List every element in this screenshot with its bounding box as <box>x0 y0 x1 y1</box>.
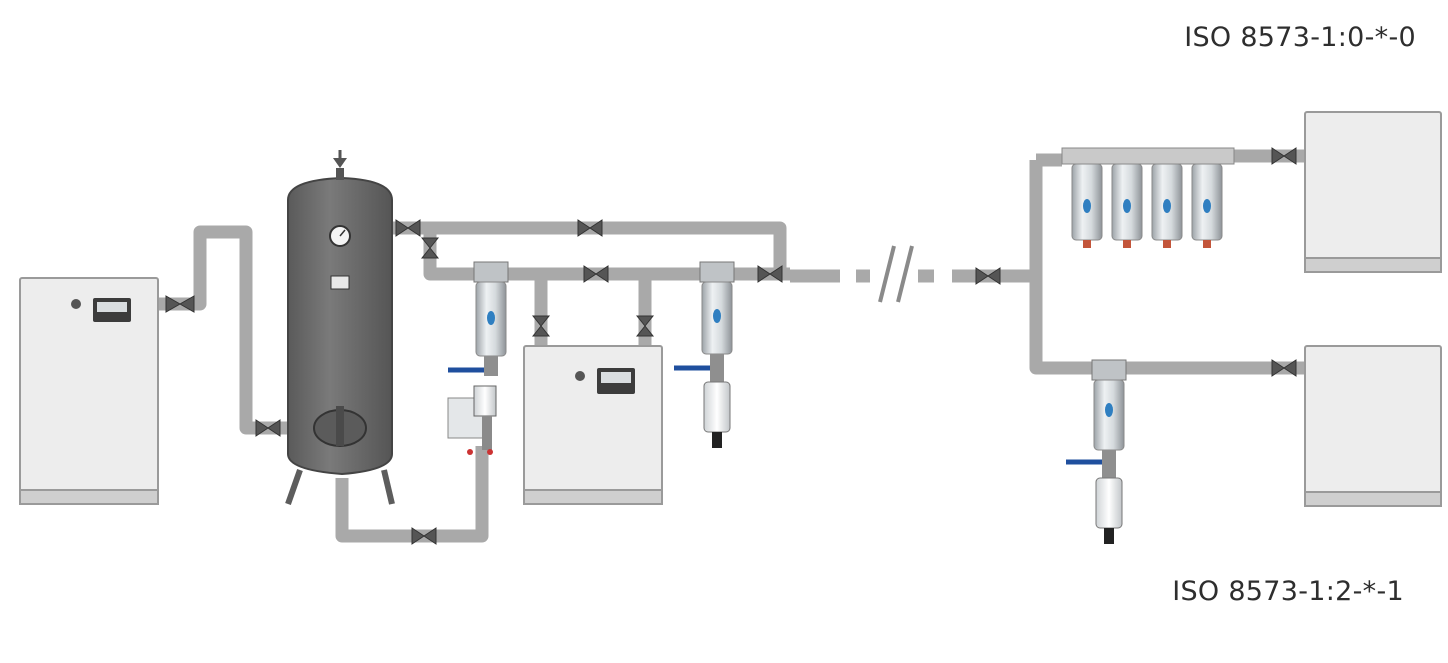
receiver-tank <box>285 176 395 505</box>
filter-cartridge <box>1071 163 1103 248</box>
iso-class-label-top: ISO 8573-1:0-*-0 <box>1184 22 1416 53</box>
gate-valve-icon <box>975 267 1001 285</box>
gate-valve-icon <box>635 315 655 337</box>
filter-housing <box>448 261 509 376</box>
gate-valve-icon <box>757 265 783 283</box>
gate-valve-icon <box>531 315 551 337</box>
power-button-icon <box>71 299 81 309</box>
filter-bowl-icon <box>703 381 731 433</box>
compressor-cabinet <box>19 277 159 505</box>
check-valve-icon <box>1271 147 1297 165</box>
filter-badge-icon <box>487 311 495 325</box>
safety-valve-icon <box>333 150 347 180</box>
end-use-cabinet-top <box>1304 111 1442 273</box>
filter-cartridge <box>1191 163 1223 248</box>
gate-valve-icon <box>395 219 421 237</box>
pipe-break-icon <box>878 245 914 303</box>
gate-valve-icon <box>255 419 281 437</box>
gate-valve-icon <box>583 265 609 283</box>
pressure-gauge-icon <box>329 225 351 247</box>
carbon-filter-bank <box>1061 147 1235 248</box>
filter-cartridge <box>1151 163 1183 248</box>
filter-badge-icon <box>713 309 721 323</box>
filter-badge-icon <box>1105 403 1113 417</box>
filter-bowl-icon <box>1095 477 1123 529</box>
gate-valve-icon <box>411 527 437 545</box>
condensate-drain-icon <box>447 385 497 455</box>
filter-housing <box>674 261 735 448</box>
end-use-cabinet-bottom <box>1304 345 1442 507</box>
filter-housing <box>1066 359 1127 544</box>
check-valve-icon <box>165 295 195 313</box>
iso-class-label-bottom: ISO 8573-1:2-*-1 <box>1172 576 1404 607</box>
gate-valve-icon <box>577 219 603 237</box>
power-button-icon <box>575 371 585 381</box>
dryer-cabinet <box>523 345 663 505</box>
check-valve-icon <box>1271 359 1297 377</box>
gate-valve-icon <box>420 237 440 259</box>
filter-cartridge <box>1111 163 1143 248</box>
